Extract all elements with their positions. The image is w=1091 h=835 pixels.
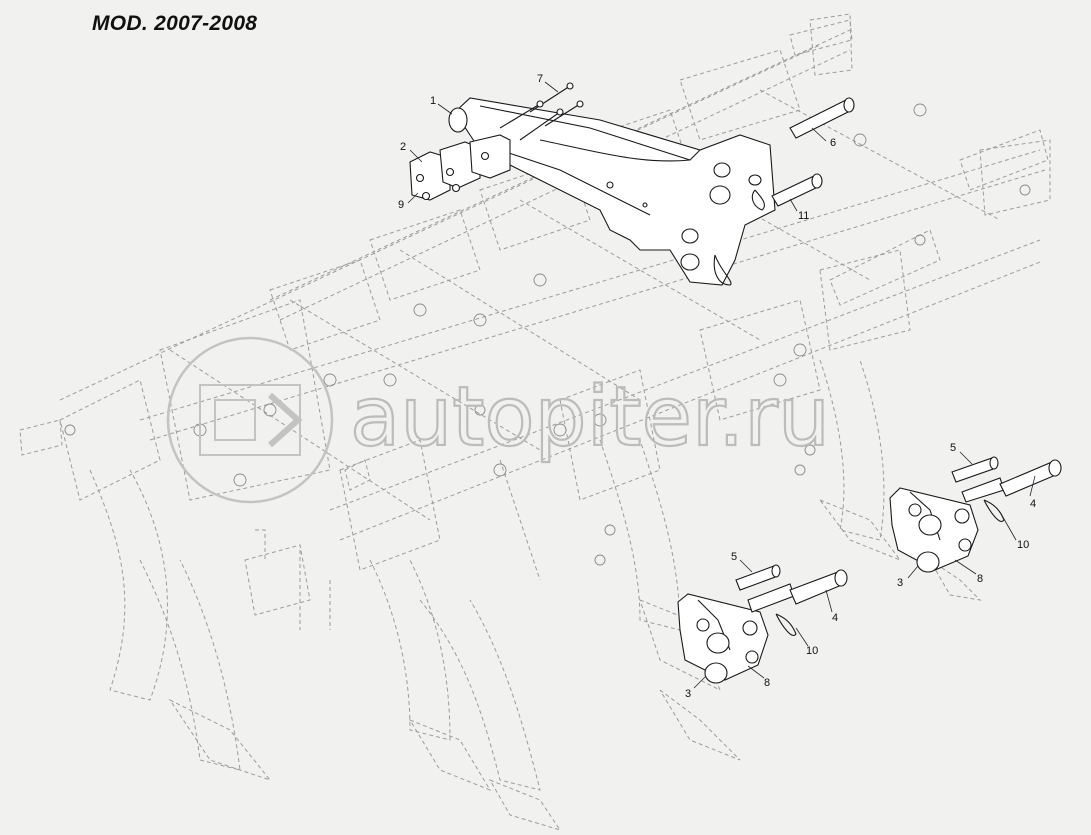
bolt-parts bbox=[499, 82, 584, 141]
callout-5-right: 5 bbox=[950, 442, 956, 454]
callout-9: 9 bbox=[398, 199, 404, 211]
callout-8-right: 8 bbox=[977, 573, 983, 585]
callout-10-right: 10 bbox=[1017, 539, 1029, 551]
callout-8-middle: 8 bbox=[764, 677, 770, 689]
leader-lines bbox=[407, 81, 1036, 689]
lower-right-assembly bbox=[889, 456, 1062, 573]
lower-middle-assembly bbox=[677, 564, 848, 684]
callout-7: 7 bbox=[537, 73, 543, 85]
bracket-parts bbox=[409, 134, 511, 201]
callout-3-right: 3 bbox=[897, 577, 903, 589]
callout-4-middle: 4 bbox=[832, 612, 838, 624]
callout-numbers: 1 2 9 7 6 11 5 4 10 3 8 5 4 10 3 8 bbox=[398, 73, 1036, 700]
callout-10-middle: 10 bbox=[806, 645, 818, 657]
callout-1: 1 bbox=[430, 95, 436, 107]
pin-parts-upper bbox=[771, 97, 855, 207]
watermark-text: autopiter.ru bbox=[350, 370, 830, 465]
callout-3-middle: 3 bbox=[685, 688, 691, 700]
watermark-logo bbox=[166, 336, 334, 504]
callout-5-middle: 5 bbox=[731, 551, 737, 563]
callout-6: 6 bbox=[830, 137, 836, 149]
callout-4-right: 4 bbox=[1030, 498, 1036, 510]
diagram-title: MOD. 2007-2008 bbox=[92, 12, 258, 35]
hitch-arm-part bbox=[448, 97, 776, 286]
callout-2: 2 bbox=[400, 141, 406, 153]
callout-11: 11 bbox=[798, 210, 809, 222]
